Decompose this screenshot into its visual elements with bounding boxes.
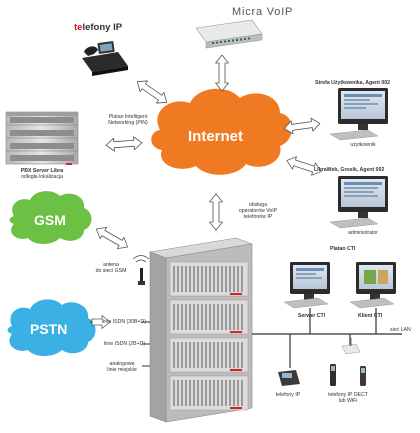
pin-label-line1: Platan Intelligent <box>108 114 148 120</box>
pstn-cloud <box>7 299 96 356</box>
dect-handset-icon <box>330 364 366 386</box>
pin-label-line2: Networking (PIN) <box>108 120 148 126</box>
remote-pbx-rack-icon <box>5 111 79 165</box>
arrow-gsm-antenna <box>92 222 132 254</box>
ip-desk-phone-icon <box>278 370 300 386</box>
antenna-line2: do sieci GSM <box>95 268 127 274</box>
lan-label: sieć LAN <box>390 327 411 333</box>
arrow-internet-admin <box>284 153 324 179</box>
gsm-cloud <box>9 191 92 244</box>
micra-voip-title: Micra VoIP <box>232 6 294 18</box>
libraweb-label: LibraWeb, Grosik, Agent 002 <box>314 167 385 173</box>
platan-cti-label: Platan CTI <box>330 246 356 252</box>
gsm-antenna-icon <box>132 255 150 285</box>
gsm-label: GSM <box>34 212 66 228</box>
client-cti-label: Klient CTI <box>358 313 383 319</box>
telefony-ip-title: telefony IP <box>74 22 123 33</box>
wifi-access-point-icon <box>341 338 361 355</box>
ip-phone-icon <box>82 41 128 76</box>
micra-voip-device-icon <box>195 19 263 49</box>
libraweb-screen-caption: administrator <box>348 230 378 236</box>
ip-phone-label: telefony IP <box>275 392 301 398</box>
voip-ops-line3: telefonów IP <box>243 214 273 220</box>
analog-line1: analogowe <box>109 361 135 367</box>
strefa-screen-caption: użytkownik <box>350 142 376 148</box>
admin-workstation-icon <box>329 176 388 229</box>
server-cti-label: Serwer CTI <box>298 313 326 319</box>
main-pbx-rack-icon <box>148 237 254 423</box>
internet-cloud <box>151 88 292 175</box>
dect-line2: lub WiFi <box>338 398 358 404</box>
antenna-line1: antena <box>103 262 119 268</box>
strefa-label: Strefa Użytkownika, Agent 002 <box>315 80 391 86</box>
internet-label: Internet <box>188 128 244 145</box>
voip-ops-line2: operatorów VoIP <box>238 208 278 214</box>
voip-ops-line1: obsługa <box>248 202 268 208</box>
cti-server-computer-icon <box>283 262 330 309</box>
pbx-label-line1: PBX Server Libra <box>20 168 64 174</box>
dect-line1: telefony IP DECT <box>328 392 368 398</box>
pbx-label-line2: odległa lokalizacja <box>20 174 64 180</box>
isdn2-label: linie ISDN (2B+D) <box>104 341 146 347</box>
arrow-pbx-internet <box>105 135 143 153</box>
cti-client-computer-icon <box>349 262 396 309</box>
pstn-label: PSTN <box>30 321 68 337</box>
isdn30-label: linie ISDN (30B+D) <box>102 319 146 325</box>
arrow-phone-internet <box>133 75 171 109</box>
user-workstation-icon <box>329 88 388 141</box>
arrow-micra-internet <box>215 54 229 92</box>
telefony-ip-red-prefix: te <box>74 22 83 33</box>
analog-line2: linie miejskie <box>107 367 137 373</box>
arrow-internet-rack <box>209 193 223 231</box>
